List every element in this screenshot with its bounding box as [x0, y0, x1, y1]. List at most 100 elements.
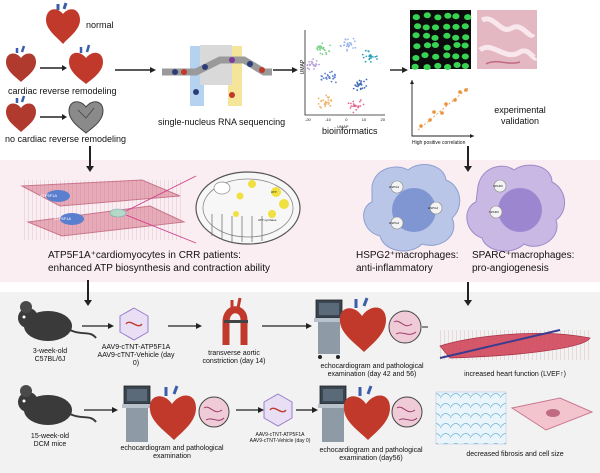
- aav-label-1: AAV9-cTNT-ATP5F1A AAV9-cTNT-Vehicle (day…: [97, 344, 175, 367]
- umap-cell-dot: [311, 62, 313, 65]
- histology-icon: [388, 310, 422, 344]
- heart-icon: [6, 45, 36, 82]
- umap-cell-dot: [329, 104, 332, 107]
- umap-cell-dot: [317, 103, 320, 105]
- umap-cell-dot: [347, 102, 350, 105]
- umap-cell-dot: [347, 45, 350, 48]
- umap-cell-dot: [303, 64, 306, 67]
- stained-cell: [443, 44, 451, 51]
- umap-cell-dot: [359, 105, 362, 107]
- umap-cell-dot: [345, 45, 348, 48]
- umap-cell-dot: [326, 101, 328, 104]
- mouse-icon: [18, 385, 97, 425]
- umap-cell-dot: [331, 75, 334, 77]
- umap-cell-dot: [367, 50, 370, 53]
- stained-cell: [443, 52, 451, 59]
- umap-cell-dot: [321, 53, 324, 56]
- umap-cell-dot: [360, 99, 362, 101]
- ultrasound-icon: [318, 385, 348, 442]
- stained-cell: [431, 42, 439, 48]
- umap-cell-dot: [346, 49, 348, 52]
- umap-cell-dot: [352, 103, 355, 105]
- umap-x-axis-label: UMAP: [337, 124, 349, 129]
- mitochondrion-icon: [195, 171, 301, 245]
- umap-cell-dot: [374, 55, 377, 58]
- stained-cell: [422, 24, 430, 31]
- ultrasound-icon: [122, 385, 152, 442]
- umap-cell-dot: [352, 37, 355, 40]
- umap-cell-dot: [325, 94, 328, 97]
- umap-cell-dot: [309, 64, 311, 67]
- umap-cell-dot: [343, 41, 346, 44]
- umap-cell-dot: [324, 49, 326, 52]
- umap-cell-dot: [318, 45, 320, 48]
- umap-cell-dot: [321, 47, 324, 50]
- umap-cell-dot: [352, 100, 355, 103]
- umap-cell-dot: [327, 99, 330, 102]
- umap-cell-dot: [322, 99, 325, 102]
- umap-cell-dot: [348, 44, 351, 47]
- umap-x-ticks: -20 -10 0 10 20: [305, 117, 385, 122]
- umap-cell-dot: [318, 63, 320, 66]
- stained-cell: [412, 14, 420, 21]
- umap-cell-dot: [369, 55, 372, 58]
- hspg2-marker: HSPG2: [428, 206, 439, 210]
- sequencer-icon: [162, 45, 272, 106]
- umap-x-tick: 0: [345, 117, 348, 122]
- umap-cell-dot: [352, 87, 355, 90]
- stained-cell: [444, 64, 452, 70]
- stained-cell: [461, 42, 469, 49]
- umap-cell-dot: [360, 80, 363, 83]
- cardiomyocyte-icon: [20, 179, 186, 240]
- umap-cell-dot: [365, 55, 368, 58]
- atp-synthase-label: ATP synthase: [258, 218, 277, 222]
- bioinformatics-label: bioinformatics: [322, 126, 378, 136]
- umap-cell-dot: [332, 77, 335, 80]
- umap-x-tick: -20: [305, 117, 311, 122]
- umap-cell-dot: [330, 80, 333, 83]
- umap-cell-dot: [308, 68, 311, 71]
- stained-cell: [461, 23, 469, 30]
- cardiomyocyte-icon: [439, 329, 591, 360]
- mouse-label-2: 15-week-old DCM mice: [30, 433, 70, 448]
- umap-x-tick: 10: [361, 117, 367, 122]
- umap-cell-dot: [327, 97, 330, 99]
- stained-cell: [423, 42, 432, 49]
- stained-cell: [431, 24, 440, 31]
- heart-icon: [46, 2, 80, 44]
- stained-cell: [432, 53, 440, 60]
- umap-cell-dot: [319, 45, 322, 48]
- umap-cell-dot: [328, 50, 331, 53]
- umap-cell-dot: [310, 60, 313, 63]
- umap-cell-dot: [356, 82, 359, 85]
- umap-cell-dot: [356, 89, 359, 91]
- umap-cell-dot: [352, 47, 354, 49]
- correlation-label: High positive correlation: [412, 140, 466, 146]
- umap-cell-dot: [349, 107, 352, 109]
- validation-label: experimental validation: [494, 105, 546, 126]
- umap-cell-dot: [358, 79, 361, 82]
- macrophage-icon: [363, 164, 461, 252]
- umap-cell-dot: [313, 68, 315, 70]
- umap-cell-dot: [322, 77, 325, 79]
- umap-cell-dot: [321, 42, 324, 45]
- stained-cell: [452, 53, 460, 60]
- umap-cell-dot: [364, 60, 367, 63]
- umap-cell-dot: [359, 100, 361, 103]
- stained-cell: [443, 23, 451, 30]
- umap-cell-dot: [364, 49, 367, 52]
- umap-cell-dot: [370, 57, 372, 59]
- stained-cell: [452, 13, 460, 20]
- umap-cell-dot: [357, 105, 360, 108]
- stained-cell: [444, 12, 452, 19]
- umap-cell-dot: [354, 104, 356, 107]
- stained-cell: [453, 42, 461, 48]
- umap-cell-dot: [368, 57, 371, 60]
- umap-cell-dot: [320, 106, 322, 109]
- umap-cell-dot: [327, 74, 329, 77]
- bottom-band: [0, 292, 600, 473]
- umap-cell-dot: [328, 101, 330, 104]
- umap-cell-dot: [320, 75, 323, 77]
- microscopy-icon: [410, 10, 539, 71]
- heart-icon: [6, 95, 36, 132]
